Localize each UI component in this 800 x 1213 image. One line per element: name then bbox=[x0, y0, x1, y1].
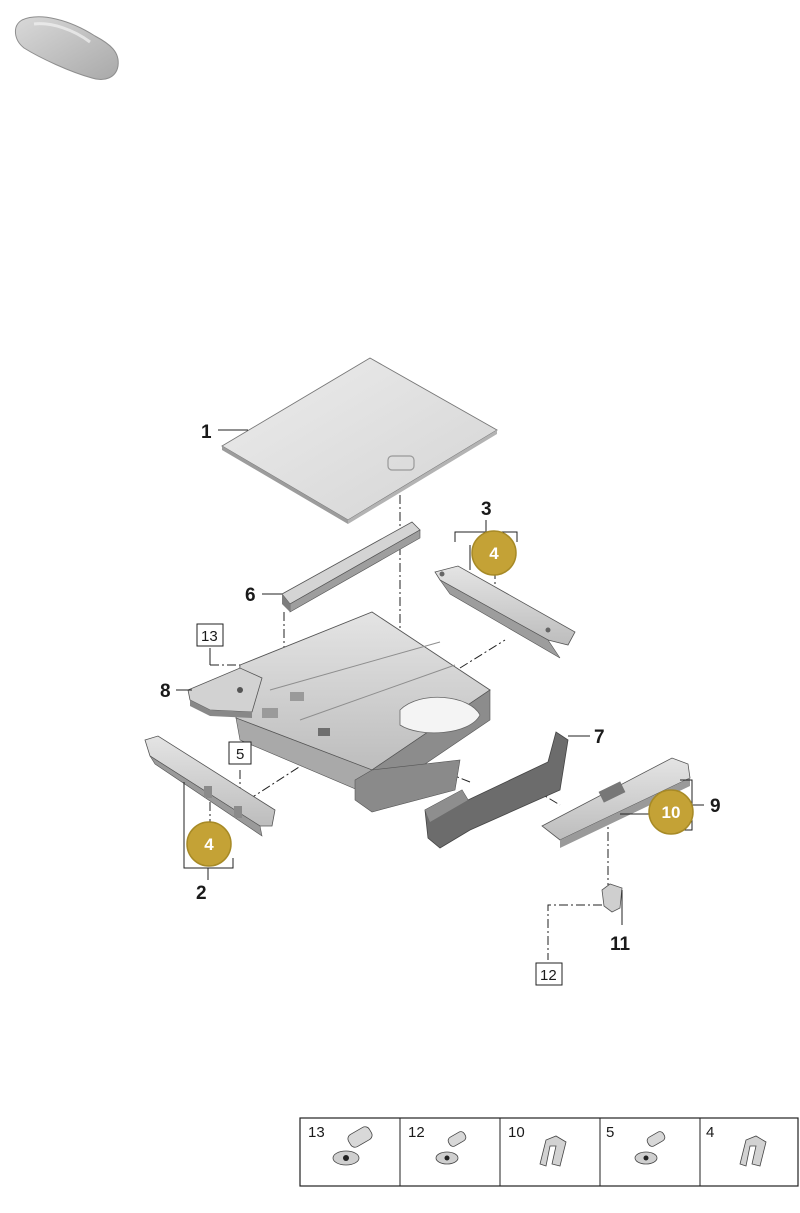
badge-9-number: 10 bbox=[662, 803, 681, 822]
screw-large-icon bbox=[332, 1126, 373, 1166]
callout-11: 11 bbox=[610, 934, 631, 955]
callout-7: 7 bbox=[594, 727, 605, 748]
badge-3: 4 bbox=[471, 530, 517, 576]
badge-2: 4 bbox=[186, 821, 232, 867]
part-1-floor-mat bbox=[221, 357, 498, 524]
legend-cell-2: 12 bbox=[408, 1124, 467, 1165]
part-3-side-panel bbox=[434, 565, 576, 659]
legend-cell-3: 10 bbox=[508, 1124, 567, 1167]
callout-9: 9 bbox=[710, 796, 721, 817]
legend-number: 5 bbox=[606, 1124, 614, 1141]
badge-3-number: 4 bbox=[489, 544, 499, 563]
callout-12: 12 bbox=[540, 967, 557, 984]
screw-icon bbox=[435, 1131, 467, 1165]
car-thumbnail-icon bbox=[15, 16, 119, 80]
legend-cell-4: 5 bbox=[606, 1124, 666, 1165]
callout-5: 5 bbox=[236, 746, 244, 763]
callout-2: 2 bbox=[196, 883, 207, 904]
clip-icon bbox=[739, 1135, 767, 1167]
part-8-floor-piece bbox=[187, 667, 263, 718]
callout-13: 13 bbox=[201, 628, 218, 645]
badge-9: 10 bbox=[648, 789, 694, 835]
legend-number: 4 bbox=[706, 1124, 714, 1141]
legend-number: 10 bbox=[508, 1124, 525, 1141]
screw-icon bbox=[634, 1131, 666, 1165]
callout-6: 6 bbox=[245, 585, 256, 606]
fastener-legend: 13 12 10 5 bbox=[299, 1117, 799, 1187]
part-7-rear-panel bbox=[424, 731, 569, 849]
legend-cell-1: 13 bbox=[308, 1124, 373, 1166]
main-floor-trim bbox=[235, 611, 491, 813]
callout-3: 3 bbox=[481, 499, 492, 520]
part-6-cross-member bbox=[281, 521, 421, 613]
badge-2-number: 4 bbox=[204, 835, 214, 854]
callout-8: 8 bbox=[160, 681, 171, 702]
legend-number: 13 bbox=[308, 1124, 325, 1141]
callouts: 1 3 6 8 7 9 2 11 13 5 12 bbox=[160, 422, 721, 986]
clip-icon bbox=[539, 1135, 567, 1167]
part-11-clip bbox=[601, 883, 623, 925]
legend-cell-5: 4 bbox=[706, 1124, 767, 1167]
part-2-side-rail bbox=[144, 735, 276, 837]
callout-1: 1 bbox=[201, 422, 212, 443]
legend-number: 12 bbox=[408, 1124, 425, 1141]
